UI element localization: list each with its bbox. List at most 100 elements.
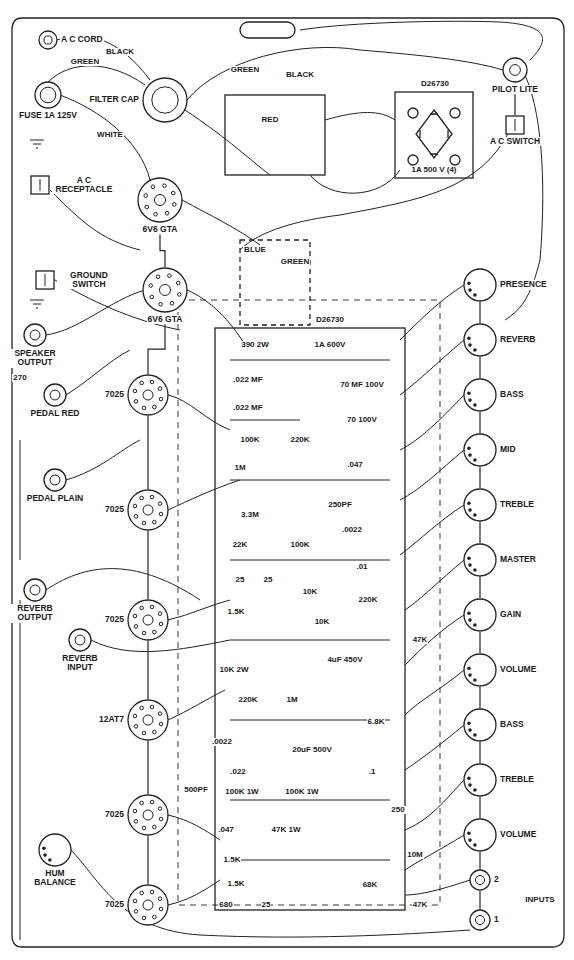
shape-outline [155,195,166,206]
component-value: 270 [12,374,27,383]
shape-outline [44,36,52,44]
part-label: REVERB OUTPUT [3,604,67,623]
switch-body-outline [35,270,55,290]
part-label: MID [499,445,517,454]
shape-outline [464,764,496,796]
potentiometer: REVERB [463,323,536,357]
component-value: 6.8K [367,718,386,727]
wire [405,780,464,830]
shape-outline [468,453,472,457]
shape-outline [158,387,162,391]
wire-connector [479,742,480,763]
shape-outline [154,212,158,216]
shape-outline [134,400,138,404]
component-value: 47K 1W [271,826,302,835]
shape-outline [476,916,485,925]
component-value: WHITE [96,131,124,140]
potentiometer: BASS [463,708,525,742]
component-value: 70 MF 100V [339,381,385,390]
part-label: 7025 [104,505,125,514]
potentiometer-outline [463,818,497,852]
shape-outline [158,712,162,716]
shape-outline [159,907,163,911]
chassis-part [395,92,473,178]
shape-outline [467,776,471,780]
shape-outline [464,544,496,576]
shape-outline [140,496,144,500]
shape-outline [24,579,46,601]
shape-outline [159,512,163,516]
shape-outline [134,725,138,729]
shape-outline [473,293,477,297]
potentiometer-outline [463,268,497,302]
shape-outline [143,810,153,820]
wire [182,200,260,245]
tube-socket: 7025 [104,489,169,531]
wire-connector [479,522,480,543]
shape-outline [158,897,162,901]
component-value: GREEN [280,258,310,267]
switch-body: A C SWITCH [489,115,541,146]
component-value: 20uF 500V [291,746,333,755]
part-label: 2 [493,875,500,884]
wire [230,360,390,860]
tube-socket-outline [127,794,169,836]
component-value: D26730 [315,316,345,325]
shape-outline [134,625,138,629]
component-value: 100K 1W [284,788,319,797]
potentiometer: BASS [463,378,525,412]
shape-outline [467,336,471,340]
shape-outline [133,504,137,508]
component-value: 4uF 450V [326,656,363,665]
component-value: 220K [237,696,258,705]
wire [168,480,240,510]
shape-outline [134,820,138,824]
shape-outline [467,721,471,725]
jack-socket-outline [502,57,528,83]
part-label: HUM BALANCE [23,869,87,888]
wire [405,880,470,895]
shape-outline [145,205,149,209]
wire [400,285,464,340]
shape-outline [468,398,472,402]
component-value: 100K [289,541,310,550]
shape-outline [468,288,472,292]
component-value: .047 [346,461,364,470]
shape-outline [140,706,144,710]
shape-outline [510,65,521,76]
shape-outline [468,783,472,787]
shape-outline [153,630,157,634]
switch-body-outline [505,115,525,135]
shape-outline [150,380,154,384]
component-value: BLUE [243,246,267,255]
part-label: GAIN [499,610,522,619]
wire [400,340,464,395]
shape-outline [159,397,163,401]
part-label: REVERB INPUT [48,654,112,673]
shape-outline [473,458,477,462]
wire [168,600,230,620]
shape-outline [30,585,40,595]
component-value: 1A 600V [314,341,347,350]
component-value: .1 [368,768,377,777]
tube-socket: 6V6 GTA [142,267,188,324]
shape-outline [464,379,496,411]
shape-outline [150,800,154,804]
wire-connector [147,741,148,794]
jack-socket: REVERB OUTPUT [3,578,67,623]
shape-outline [473,403,477,407]
component-value: 25 [235,576,246,585]
switch-body-outline [30,175,50,195]
tube-socket-outline [127,374,169,416]
potentiometer: VOLUME [463,818,537,852]
component-value: RED [261,116,280,125]
potentiometer: GAIN [463,598,522,632]
shape-outline [473,568,477,572]
wire [405,560,464,610]
part-label: FILTER CAP [89,95,140,104]
shape-outline [48,858,52,862]
shape-outline [150,295,154,299]
shape-outline [50,475,60,485]
wire [168,815,220,840]
